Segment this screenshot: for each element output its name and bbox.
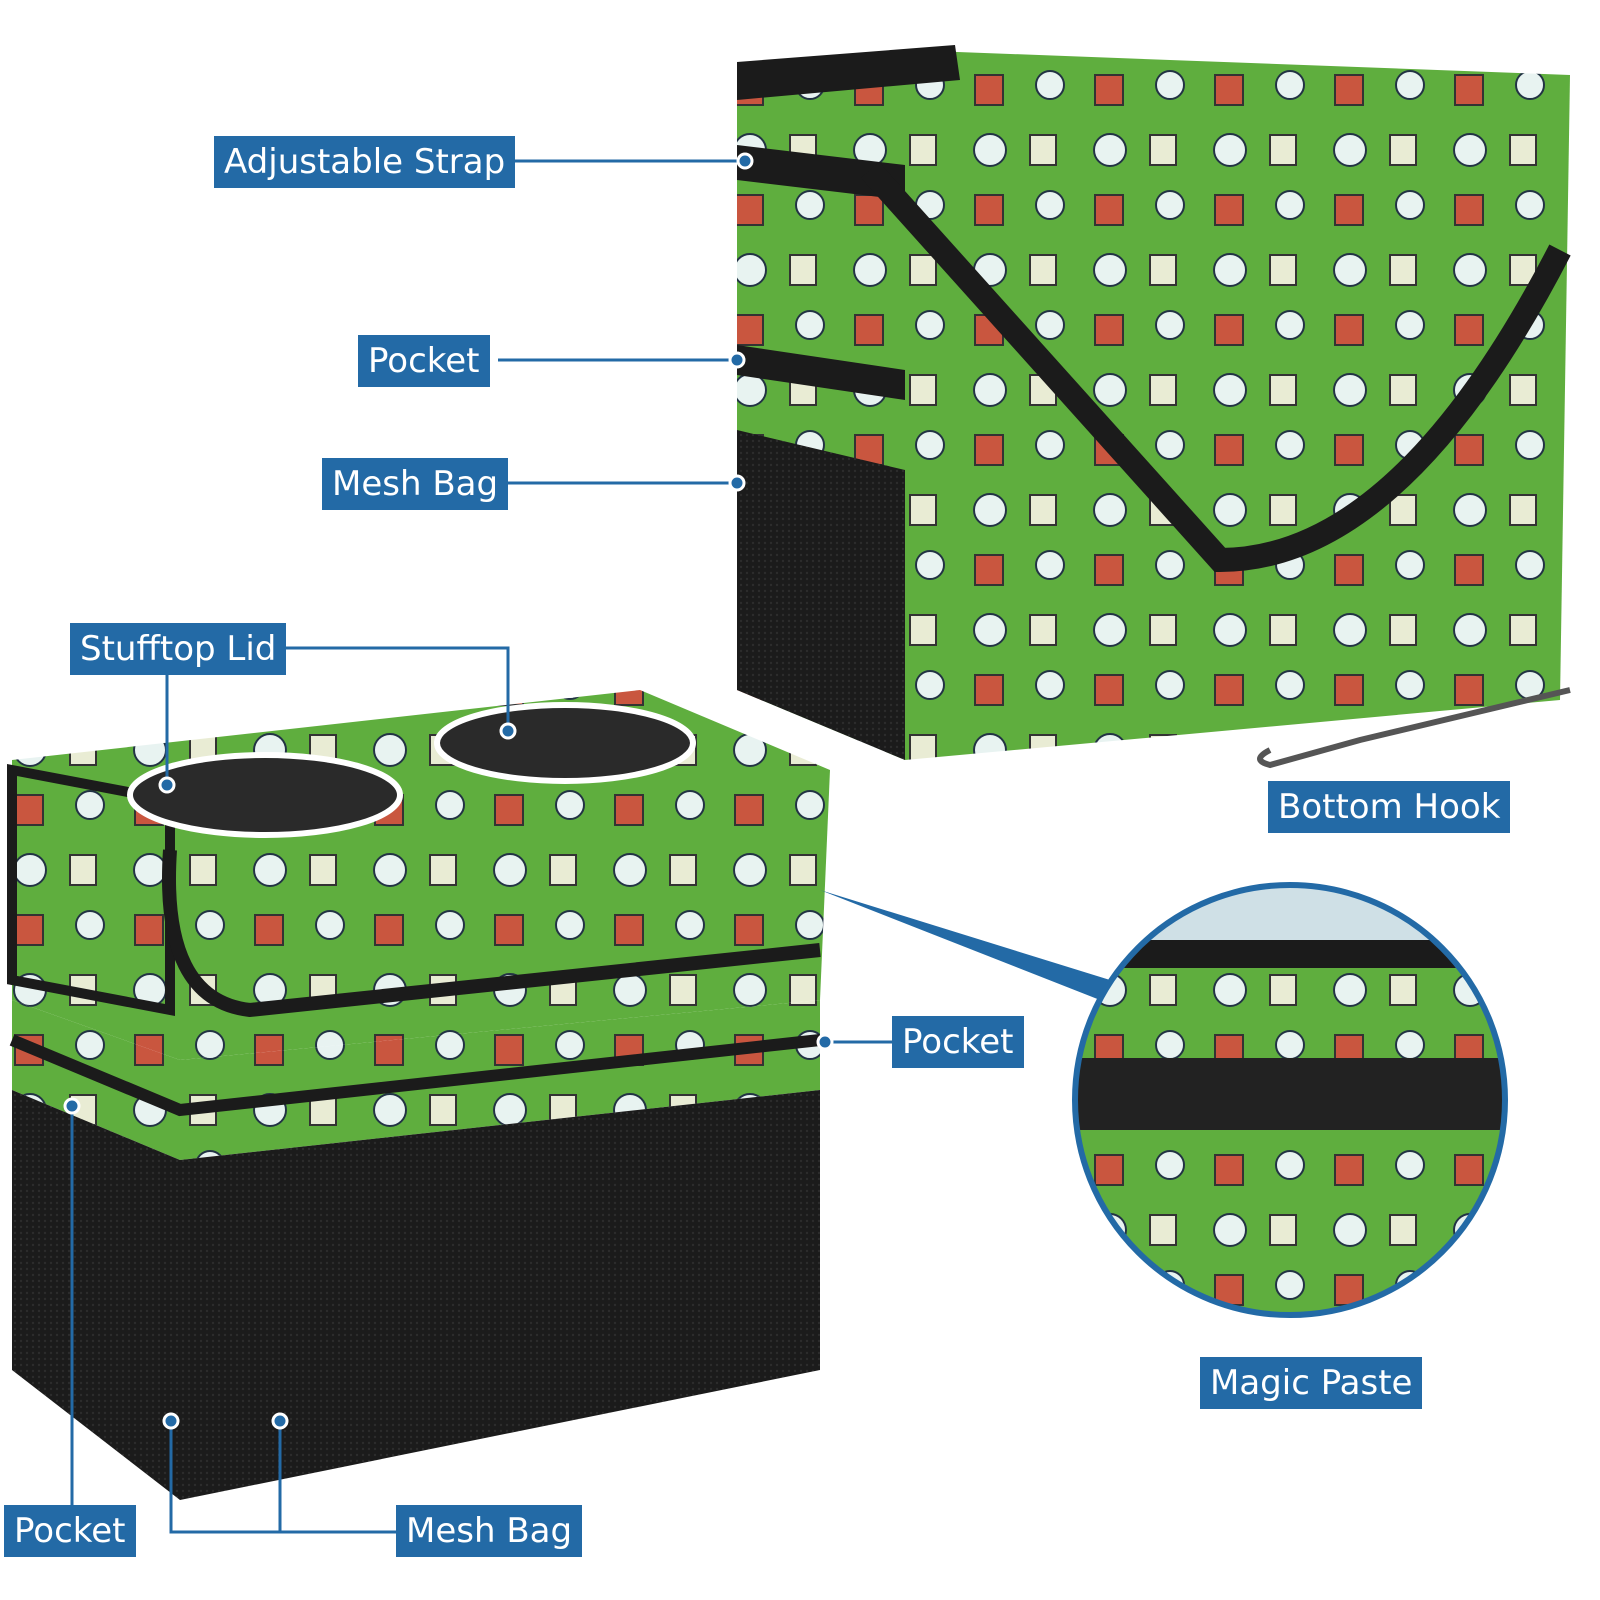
magic-paste-label: Magic Paste <box>1200 1357 1423 1409</box>
stufftop-lid-label: Stufftop Lid <box>70 623 287 675</box>
bottom-hook-label: Bottom Hook <box>1268 781 1511 833</box>
magic-paste-closeup <box>820 882 1508 1318</box>
leader-lines <box>70 159 892 1534</box>
mesh-bag-label-top: Mesh Bag <box>322 458 509 510</box>
anchor-dots <box>63 152 834 1430</box>
adjustable-strap-label: Adjustable Strap <box>214 136 516 188</box>
pocket-label-top: Pocket <box>358 335 490 387</box>
organizer-side-view <box>737 45 1571 769</box>
pocket-label-right: Pocket <box>892 1016 1024 1068</box>
organizer-front-view <box>7 690 830 1500</box>
pocket-label-bottom: Pocket <box>4 1505 136 1557</box>
mesh-bag-label-bottom: Mesh Bag <box>396 1505 583 1557</box>
